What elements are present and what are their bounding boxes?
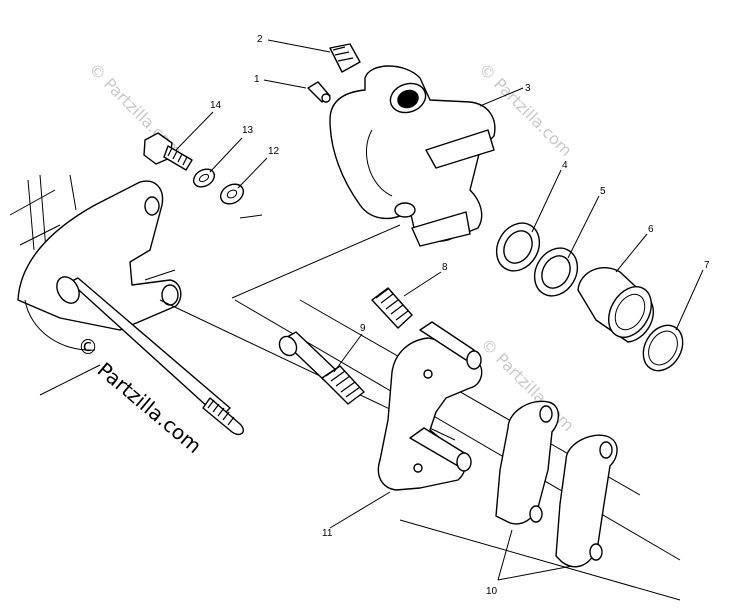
bolt-part-14: [143, 132, 193, 171]
pin-part-9: [278, 331, 365, 405]
washer-part-12: [219, 183, 245, 205]
callout-4: 4: [562, 160, 568, 171]
leader-lines: [39, 39, 704, 581]
seal-ring-part-5: [533, 247, 579, 297]
piston-part-6: [577, 267, 655, 343]
caliper-bracket-part-11: [377, 321, 483, 491]
callout-13: 13: [242, 125, 254, 136]
callout-1: 1: [254, 74, 260, 85]
callout-11: 11: [322, 528, 333, 539]
callout-8: 8: [442, 262, 448, 273]
callout-5: 5: [600, 186, 606, 197]
brake-pads-part-10: [495, 400, 618, 568]
callout-14: 14: [210, 100, 222, 111]
callout-7: 7: [704, 260, 710, 271]
callout-3: 3: [525, 83, 531, 94]
bleeder-screw-part-1: [307, 81, 331, 103]
callout-2: 2: [257, 34, 263, 45]
bleeder-cap-part-2: [329, 43, 361, 73]
seal-ring-part-4: [495, 222, 541, 272]
caliper-body-part-3: [329, 65, 496, 247]
callout-10: 10: [486, 586, 498, 597]
watermark-copyright: ©: [78, 335, 98, 359]
slide-pin: [56, 276, 244, 436]
mounting-bracket: [9, 174, 182, 351]
callout-labels: 2 1 3 4 5 6 7 8 9 10 11 12 13 14: [210, 34, 710, 597]
callout-12: 12: [268, 146, 280, 157]
callout-9: 9: [360, 323, 366, 334]
lock-washer-part-13: [192, 168, 216, 188]
callout-6: 6: [648, 224, 654, 235]
dust-cap-part-7: [642, 324, 684, 372]
spring-part-8: [371, 287, 413, 329]
